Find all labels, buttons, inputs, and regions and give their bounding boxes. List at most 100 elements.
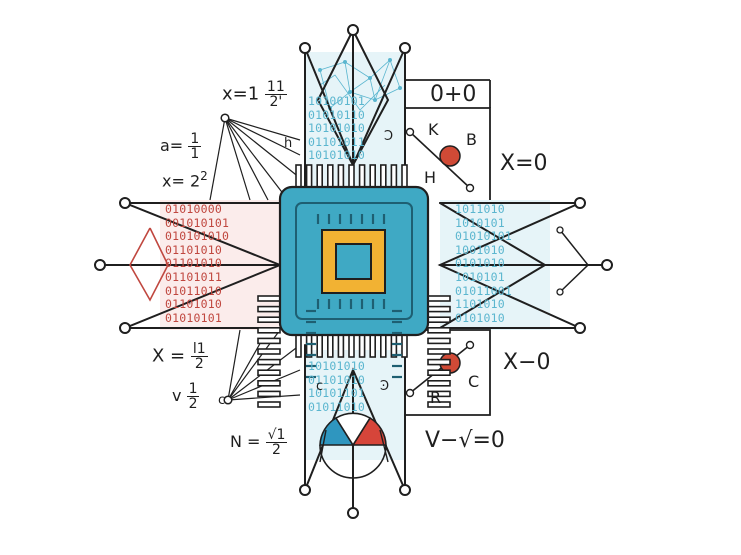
- terminal-node: [94, 259, 106, 271]
- chip-pin-top: [358, 164, 366, 188]
- chip-pin-left: [257, 379, 281, 387]
- equation-bottom-right: V−√=0: [425, 428, 505, 453]
- label-e-top: Ͻ: [384, 129, 394, 144]
- binary-block-bottom: 10101010 01101010 10101101 01011010: [308, 359, 365, 414]
- eq-base: 2: [189, 171, 201, 191]
- eq-prefix: N =: [230, 432, 261, 451]
- label-R: R: [430, 388, 442, 407]
- chip-pin-bottom: [305, 334, 313, 358]
- terminal-node: [574, 197, 586, 209]
- bottom-pie-chart: [319, 412, 389, 479]
- equation-x2: x= 22: [162, 170, 208, 189]
- eq-prefix: X =: [152, 345, 186, 367]
- equation-N: N = √1 2: [230, 427, 288, 458]
- chip-pin-right: [427, 295, 451, 302]
- chip-pin-bottom: [379, 334, 387, 358]
- chip-pin-bottom: [369, 334, 377, 358]
- chip-pin-right: [427, 379, 451, 387]
- chip-pin-left: [257, 348, 281, 355]
- left-node-lower: [223, 395, 233, 405]
- binary-block-top: 10100101 01010110 10101010 01101011 1010…: [308, 94, 365, 163]
- chip-pin-left: [257, 326, 281, 334]
- top-network-nodes: [318, 58, 402, 110]
- binary-block-right: 1011010 1010101 01010101 1001010 0101010…: [455, 202, 512, 325]
- chip-pin-left: [257, 337, 281, 345]
- eq-numerator: √1: [265, 427, 288, 443]
- chip-pin-left: [257, 358, 281, 366]
- chip-pins: [257, 164, 451, 408]
- chip-pin-top: [379, 164, 387, 188]
- chip-pin-right: [427, 390, 451, 398]
- eq-denominator: 2: [272, 442, 281, 458]
- eq-prefix: x=: [162, 171, 185, 191]
- chip-pin-bottom: [348, 334, 355, 358]
- chip-pin-bottom: [390, 334, 398, 358]
- eq-prefix: x=1: [222, 83, 260, 105]
- red-node-top: [405, 127, 475, 193]
- terminal-node: [299, 484, 311, 496]
- chip-pin-right: [427, 316, 451, 324]
- right-node-small-2: [556, 288, 564, 296]
- chip-pin-top: [369, 164, 377, 188]
- chip-pin-top: [337, 164, 345, 188]
- chip-pin-right: [427, 337, 451, 345]
- chip-core-inner: [335, 243, 372, 280]
- eq-denominator: 1: [190, 146, 200, 162]
- equation-right-2: X−0: [503, 350, 551, 375]
- eq-fraction: 1 1: [188, 132, 202, 162]
- chip-pin-bottom: [337, 334, 345, 358]
- eq-fraction: 11 2': [264, 79, 287, 110]
- equation-right-1: X=0: [500, 151, 548, 176]
- eq-numerator: 11: [264, 79, 287, 95]
- terminal-node: [299, 42, 311, 54]
- chip-pin-right: [427, 326, 451, 334]
- terminal-node: [399, 42, 411, 54]
- eq-prefix: a=: [160, 136, 184, 155]
- right-boxes: [404, 79, 491, 416]
- chip-pin-bottom: [401, 334, 408, 358]
- left-node-small: [220, 113, 230, 123]
- chip-pin-bottom: [295, 334, 302, 358]
- terminal-nodes: [94, 24, 613, 519]
- terminal-node: [601, 259, 613, 271]
- chip-pin-bottom: [326, 334, 334, 358]
- label-C: C: [468, 372, 480, 391]
- chip-pin-top: [305, 164, 313, 188]
- terminal-node: [119, 197, 131, 209]
- chip-pin-top: [316, 164, 324, 188]
- label-c-bottom: ϲ: [316, 379, 324, 394]
- equation-top-right: 0+0: [430, 82, 477, 107]
- eq-fraction: l1 2: [190, 341, 208, 371]
- upper-left-fan: [209, 117, 301, 201]
- chip-pin-bottom: [316, 334, 324, 358]
- chip-pin-left: [257, 305, 281, 313]
- equation-a: a= 1 1: [160, 132, 202, 162]
- chip-pin-top: [326, 164, 334, 188]
- eq-denominator: 2': [269, 94, 283, 110]
- right-node-small: [556, 226, 564, 234]
- eq-fraction: 1 2: [186, 382, 200, 411]
- eq-numerator: l1: [190, 341, 208, 357]
- terminal-node: [119, 322, 131, 334]
- terminal-node: [574, 322, 586, 334]
- label-e-bottom: Ͽ: [380, 379, 390, 394]
- terminal-node: [347, 507, 359, 519]
- chip-pin-left: [257, 316, 281, 324]
- chip-pin-left: [257, 369, 281, 377]
- chip-pin-bottom: [358, 334, 366, 358]
- binary-block-left: 01010000 001010101 010101010 01101010 01…: [165, 202, 230, 325]
- chip-pin-right: [427, 369, 451, 377]
- chip-inner-ticks: [306, 214, 402, 379]
- label-B: B: [466, 130, 477, 149]
- microchip: [278, 185, 430, 379]
- chip-pin-left: [257, 390, 281, 398]
- eq-fraction: √1 2: [265, 427, 288, 458]
- label-c-left: c: [218, 393, 226, 408]
- chip-pin-right: [427, 358, 451, 366]
- terminal-node: [399, 484, 411, 496]
- chip-pin-top: [390, 164, 398, 188]
- right-diamond: [559, 229, 590, 293]
- equation-X: X = l1 2: [152, 342, 208, 371]
